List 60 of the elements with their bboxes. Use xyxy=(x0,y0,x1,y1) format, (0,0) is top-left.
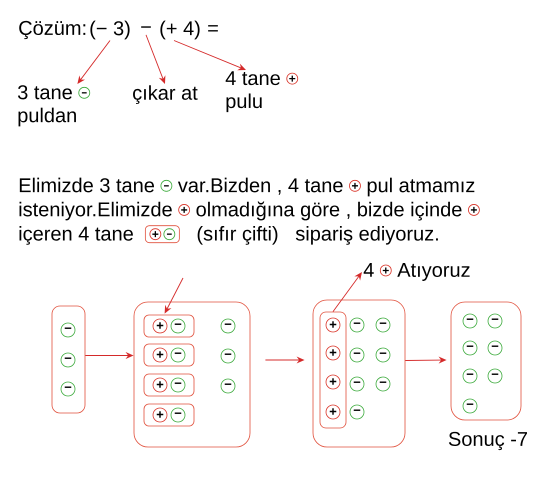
zero-pair-box xyxy=(144,344,194,366)
minus-chip: − xyxy=(60,352,76,368)
plus-chip: + xyxy=(326,404,340,420)
minus-chip: − xyxy=(220,378,236,394)
sentence-text: olmadığına göre , bizde içinde xyxy=(196,202,462,220)
minus-chip: − xyxy=(376,348,390,362)
zero-pair-box xyxy=(144,404,194,426)
result-text: Sonuç -7 xyxy=(448,432,527,450)
minus-chip: − xyxy=(488,340,502,356)
sentence-text: isteniyor.Elimizde xyxy=(20,202,172,220)
plus-chip: + xyxy=(326,346,340,360)
minus-chip: − xyxy=(462,368,478,384)
minus-chip: − xyxy=(488,314,502,328)
solution-label: Çözüm: xyxy=(19,20,86,40)
minus-chip: − xyxy=(462,340,478,356)
minus-chip: − xyxy=(350,318,364,332)
minus-chip: − xyxy=(462,398,478,414)
minus-chip: − xyxy=(60,322,76,338)
plus-chip: + xyxy=(326,374,340,390)
sentence-text: var.Bizden , 4 tane xyxy=(178,178,343,195)
formula-part: − xyxy=(141,26,151,28)
explanation-text: 3 tane puldan xyxy=(18,85,90,126)
plus-chip: + xyxy=(152,318,168,334)
arrow xyxy=(332,272,362,312)
minus-chip: − xyxy=(220,348,236,364)
sentence-text: pul atmamız xyxy=(368,178,474,196)
sentence-text: Elimizde 3 tane xyxy=(20,178,154,192)
minus-chip: − xyxy=(170,378,186,392)
plus-chip: + xyxy=(152,378,168,392)
sentence-text: içeren 4 tane xyxy=(20,226,133,245)
plus-chip: + xyxy=(326,318,340,332)
minus-chip: − xyxy=(462,314,478,328)
minus-chip: − xyxy=(376,376,390,392)
zero-pair-box xyxy=(144,374,194,396)
minus-chip: − xyxy=(60,382,76,396)
chip-group-box xyxy=(450,302,522,420)
formula-part: = xyxy=(208,25,218,32)
chip-group-box xyxy=(52,306,86,414)
chip-group-box xyxy=(312,300,406,448)
minus-chip: − xyxy=(170,318,186,334)
minus-chip: − xyxy=(376,318,390,332)
minus-chip: − xyxy=(170,408,186,422)
zero-pair-box xyxy=(144,314,194,338)
plus-chip: + xyxy=(152,408,168,422)
minus-chip: − xyxy=(350,404,364,420)
minus-chip: − xyxy=(350,348,364,362)
action-text: 4 Atıyoruz xyxy=(364,263,470,281)
minus-chip: − xyxy=(488,368,502,384)
explanation-text: 4 tane pulu xyxy=(226,71,298,112)
sentence-text: sipariş ediyoruz. xyxy=(296,226,438,245)
plus-chip: + xyxy=(152,348,168,362)
formula-part: (+ 4) xyxy=(160,20,200,40)
explanation-text: çıkar at xyxy=(133,85,198,104)
minus-chip: − xyxy=(350,376,364,392)
sentence-text: (sıfır çifti) xyxy=(198,226,278,245)
formula-part: (− 3) xyxy=(90,20,130,40)
plus-column-box xyxy=(320,312,346,428)
chip-group-box xyxy=(134,302,250,448)
minus-chip: − xyxy=(220,318,236,334)
minus-chip: − xyxy=(170,348,186,362)
